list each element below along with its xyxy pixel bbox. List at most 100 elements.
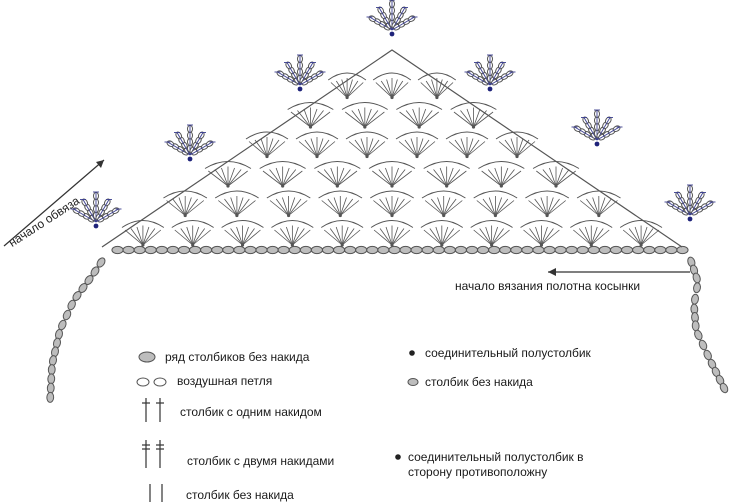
fan-stitch xyxy=(372,170,393,187)
fan-stitch xyxy=(516,141,536,157)
left-edge-oval xyxy=(62,309,72,321)
fan-stitch xyxy=(460,138,468,157)
fan-stitch xyxy=(460,110,474,128)
fan-arch xyxy=(420,220,464,228)
legend-open-oval xyxy=(136,377,150,387)
fan-stitch xyxy=(622,229,642,246)
fan-stitch xyxy=(410,138,418,157)
base-row-oval xyxy=(499,245,512,255)
fan-stitch xyxy=(346,80,359,98)
leaf-stem xyxy=(95,208,119,223)
fan-stitch xyxy=(435,226,443,246)
fan-base-point xyxy=(286,213,291,218)
fan-stitch xyxy=(341,226,349,246)
fan-stitch xyxy=(339,197,347,216)
fan-stitch xyxy=(491,228,504,246)
fan-stitch xyxy=(136,226,144,246)
fan-stitch xyxy=(227,169,242,187)
left-edge-oval xyxy=(72,291,82,301)
fan-stitch xyxy=(214,169,229,187)
fan-arch xyxy=(525,190,570,199)
fan-stitch xyxy=(282,170,303,187)
fan-stitch xyxy=(260,138,268,157)
fan-pattern-body xyxy=(101,49,683,248)
leaf-motif xyxy=(571,109,623,147)
fan-stitch xyxy=(441,228,455,246)
fan-stitch xyxy=(391,200,411,216)
start-edging-arrow-line xyxy=(3,159,105,247)
fan-base-point xyxy=(141,243,145,247)
fan-stitch xyxy=(262,170,283,187)
fan-stitch xyxy=(323,229,343,246)
fan-base-point xyxy=(390,243,394,247)
fan-stitch xyxy=(555,170,576,187)
fan-stitch xyxy=(546,197,554,216)
fan-stitch xyxy=(500,167,509,187)
base-row-oval xyxy=(233,245,246,255)
base-row-oval xyxy=(432,245,445,255)
fan-stitch xyxy=(443,197,451,216)
base-row-oval xyxy=(366,245,379,255)
fan-stitch xyxy=(218,200,238,216)
fan-stitch xyxy=(227,170,248,187)
fan-arch xyxy=(314,161,361,169)
fan-stitch xyxy=(192,226,200,246)
fan-stitch xyxy=(485,226,493,246)
fan-stitch xyxy=(275,167,284,187)
base-row-oval xyxy=(155,245,168,255)
fan-stitch xyxy=(310,138,318,157)
legend-open-oval xyxy=(153,377,167,387)
fan-stitch xyxy=(391,82,409,98)
fan-stitch xyxy=(321,200,341,216)
base-row-oval xyxy=(410,245,423,255)
base-row-oval xyxy=(177,245,191,255)
fan-stitch xyxy=(487,169,502,187)
start-edging-arrow-head xyxy=(96,160,104,168)
fan-stitch xyxy=(418,111,439,128)
fan-stitch xyxy=(282,197,289,216)
fan-stitch xyxy=(433,169,447,187)
fan-stitch xyxy=(586,198,600,216)
base-row-oval xyxy=(665,245,678,255)
base-row-oval xyxy=(399,245,412,255)
legend-text-slip-opposite-1: соединительный полустолбик в xyxy=(408,450,584,464)
fan-stitch xyxy=(446,169,461,187)
fan-stitch xyxy=(172,198,186,216)
right-edge-oval xyxy=(691,320,700,332)
base-row-oval xyxy=(111,245,124,255)
fan-stitch xyxy=(336,167,345,187)
leaf-motif xyxy=(664,184,716,222)
base-row-oval xyxy=(620,245,634,255)
leaf-stem xyxy=(689,201,713,216)
fan-base-point xyxy=(390,95,394,100)
fan-arch xyxy=(395,131,439,140)
fan-stitch xyxy=(242,229,261,246)
fan-stitch xyxy=(174,229,193,246)
slip-stitch-dot xyxy=(487,86,493,92)
fan-base-point xyxy=(493,213,498,218)
fan-stitch xyxy=(584,226,592,246)
base-row-oval xyxy=(166,245,180,255)
fan-stitch xyxy=(541,228,554,246)
fan-stitch xyxy=(628,228,642,246)
slip-stitch-dot xyxy=(93,223,99,229)
base-row-oval xyxy=(643,245,656,255)
fan-stitch xyxy=(578,228,592,246)
fan-stitch xyxy=(366,138,374,157)
fan-arch xyxy=(370,220,414,228)
fan-stitch xyxy=(386,79,393,98)
fan-stitch xyxy=(391,80,404,98)
fan-stitch xyxy=(536,170,557,187)
fan-stitch xyxy=(346,82,364,98)
start-knitting-arrow-head xyxy=(548,268,556,276)
fan-stitch xyxy=(424,200,444,216)
fan-stitch xyxy=(269,169,283,187)
fan-stitch xyxy=(436,82,454,98)
base-row-oval xyxy=(122,245,135,255)
fan-stitch xyxy=(498,141,518,157)
fan-arch xyxy=(345,131,389,140)
fan-base-point xyxy=(442,213,446,218)
fan-stitch xyxy=(640,229,660,246)
fan-arch xyxy=(417,72,457,81)
fan-stitch xyxy=(473,229,492,246)
